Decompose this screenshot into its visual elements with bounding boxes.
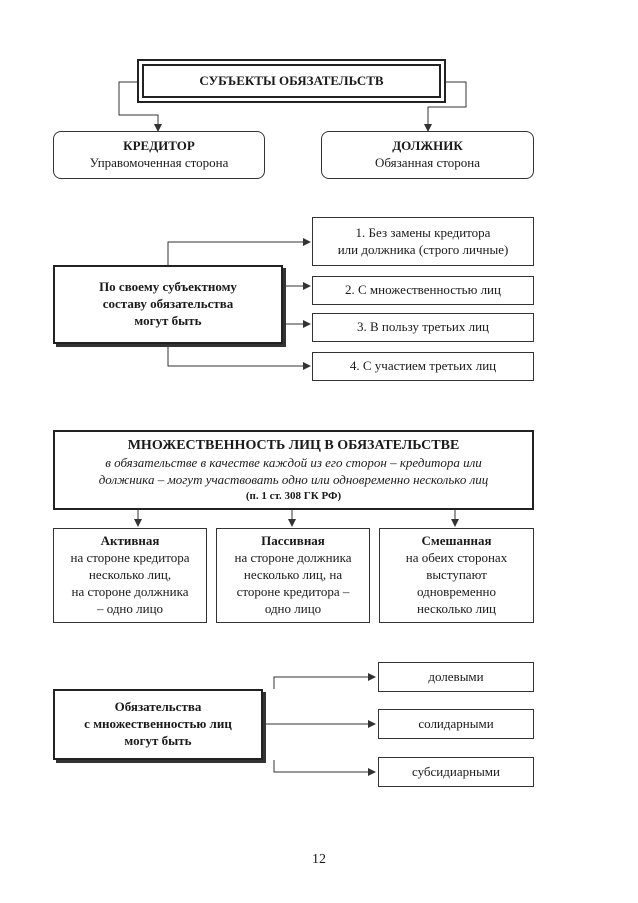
plurality-type-passive-title: Пассивная <box>261 533 325 549</box>
composition-item-1-line-2: или должника (строго личные) <box>337 241 509 257</box>
multi-item-shared-label: долевыми <box>428 668 484 684</box>
plurality-type-passive-line-3: стороне кредитора – <box>236 583 350 599</box>
plurality-type-active-title: Активная <box>100 533 160 549</box>
plurality-box: МНОЖЕСТВЕННОСТЬ ЛИЦ В ОБЯЗАТЕЛЬСТВЕ в об… <box>53 430 534 510</box>
connector-multi-3 <box>273 760 376 776</box>
plurality-text-line-2: должника – могут участвовать одно или од… <box>98 471 489 487</box>
multi-source-line-2: с множественностью лиц <box>84 716 232 732</box>
plurality-text-line-1: в обязательстве в качестве каждой из его… <box>105 455 482 471</box>
debtor-title: ДОЛЖНИК <box>392 138 463 154</box>
debtor-box: ДОЛЖНИК Обязанная сторона <box>321 131 534 179</box>
plurality-title: МНОЖЕСТВЕННОСТЬ ЛИЦ В ОБЯЗАТЕЛЬСТВЕ <box>127 437 460 453</box>
plurality-type-mixed-title: Смешанная <box>421 533 492 549</box>
composition-item-3: 3. В пользу третьих лиц <box>312 313 534 342</box>
composition-item-4: 4. С участием третьих лиц <box>312 352 534 381</box>
connector-multi-1 <box>273 673 376 689</box>
composition-item-1: 1. Без замены кредитора или должника (ст… <box>312 217 534 266</box>
composition-item-2-label: 2. С множественностью лиц <box>345 282 501 298</box>
composition-item-2: 2. С множественностью лиц <box>312 276 534 305</box>
subjects-title-box: СУБЪЕКТЫ ОБЯЗАТЕЛЬСТВ <box>137 59 446 103</box>
connector-title-creditor <box>118 81 162 132</box>
plurality-type-mixed: Смешанная на обеих сторонах выступают од… <box>379 528 534 623</box>
composition-source-line-3: могут быть <box>134 312 202 328</box>
connector-composition-4 <box>167 344 311 370</box>
plurality-type-active-line-1: на стороне кредитора <box>70 550 190 566</box>
composition-item-4-label: 4. С участием третьих лиц <box>349 358 497 374</box>
page-number: 12 <box>312 852 326 867</box>
plurality-type-passive-line-1: на стороне должника <box>234 550 352 566</box>
multi-item-joint: солидарными <box>378 709 534 739</box>
plurality-type-passive: Пассивная на стороне должника несколько … <box>216 528 370 623</box>
plurality-type-active-line-4: – одно лицо <box>96 600 164 616</box>
creditor-box: КРЕДИТОР Управомоченная сторона <box>53 131 265 179</box>
subjects-title: СУБЪЕКТЫ ОБЯЗАТЕЛЬСТВ <box>199 72 384 88</box>
plurality-type-mixed-line-1: на обеих сторонах <box>405 550 508 566</box>
plurality-type-passive-line-4: одно лицо <box>264 600 322 616</box>
plurality-type-active: Активная на стороне кредитора несколько … <box>53 528 207 623</box>
plurality-type-mixed-line-3: одновременно <box>416 583 496 599</box>
plurality-type-active-line-2: несколько лиц, <box>88 567 172 583</box>
creditor-subtitle: Управомоченная сторона <box>89 155 229 170</box>
composition-source-line-1: По своему субъектному <box>99 279 237 295</box>
plurality-ref: (п. 1 ст. 308 ГК РФ) <box>245 489 342 502</box>
connector-composition-1 <box>167 238 311 265</box>
composition-source-line-2: составу обязательства <box>102 296 234 312</box>
plurality-type-mixed-line-4: несколько лиц <box>416 600 497 616</box>
debtor-subtitle: Обязанная сторона <box>375 155 480 170</box>
composition-source-box: По своему субъектному составу обязательс… <box>53 265 283 344</box>
creditor-title: КРЕДИТОР <box>123 138 195 154</box>
multi-item-shared: долевыми <box>378 662 534 692</box>
multi-source-line-1: Обязательства <box>114 699 202 715</box>
plurality-type-active-line-3: на стороне должника <box>71 583 189 599</box>
multi-item-subsidiary-label: субсидиарными <box>412 763 500 779</box>
composition-item-3-label: 3. В пользу третьих лиц <box>356 319 490 335</box>
multi-item-subsidiary: субсидиарными <box>378 757 534 787</box>
connector-title-debtor <box>424 81 467 132</box>
multi-source-box: Обязательства с множественностью лиц мог… <box>53 689 263 760</box>
multi-source-line-3: могут быть <box>124 732 192 748</box>
plurality-type-passive-line-2: несколько лиц, на <box>243 567 343 583</box>
plurality-type-mixed-line-2: выступают <box>426 567 487 583</box>
composition-item-1-line-1: 1. Без замены кредитора <box>355 224 491 240</box>
multi-item-joint-label: солидарными <box>418 715 494 731</box>
